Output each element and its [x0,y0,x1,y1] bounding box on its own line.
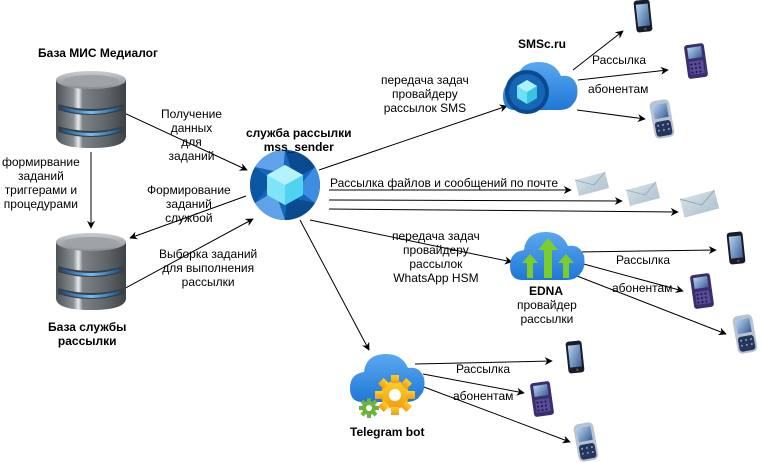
edge-label-to-whatsapp: передача задач провайдеру рассылок Whats… [392,229,480,285]
mis-database-label: База МИС Медиалог [38,46,159,60]
edge-email-2 [328,196,623,205]
edge-edna-phone-2 [579,262,684,293]
cloud-cube-icon[interactable] [503,62,578,114]
edge-smsc-phone-3 [576,109,646,123]
service-icon[interactable] [250,150,320,220]
mss-sender-label: служба рассылки mss_sender [246,126,352,154]
cloud-gears-icon[interactable] [350,354,425,418]
edge-tg-phone-1 [414,357,553,366]
envelope-icon [574,171,610,197]
smsc-label: SMSc.ru [518,37,567,51]
telegram-delivery-label-2: абонентам [453,389,514,403]
envelope-icon [679,189,720,219]
edna-subtitle: провайдер рассылки [517,298,577,326]
edna-title: EDNA [529,284,564,298]
edge-label-service-forming: Формирование заданий службой [147,183,231,225]
edge-label-selection: Выборка заданий для выполнения рассылки [159,247,258,289]
smsc-delivery-label-2: абонентам [588,82,649,96]
edna-delivery-label-1: Рассылка [616,253,671,267]
edges [87,30,727,444]
blackberry-icon [689,272,715,310]
edge-label-triggers: формирвание заданий триггерами и процеду… [2,155,80,211]
cloud-upload-icon[interactable] [510,232,585,280]
blackberry-icon [683,42,709,80]
service-database-icon[interactable] [54,231,128,312]
pda-phone-icon [572,421,600,463]
edge-edna-phone-3 [576,275,727,336]
edge-smsc-phone-2 [577,66,669,81]
edge-to-telegram [299,219,370,351]
edge-tg-phone-2 [422,373,525,396]
iphone-icon [726,231,746,265]
edge-edna-phone-1 [577,246,717,255]
edge-label-to-sms: передача задач провайдеру рассылок SMS [381,73,469,115]
telegram-delivery-label-1: Рассылка [456,362,511,376]
edge-selection [119,218,254,292]
smsc-delivery-label-1: Рассылка [592,53,647,67]
blackberry-icon [529,380,555,418]
edge-label-email: Рассылка файлов и сообщений по почте [330,176,559,190]
edge-to-smsc [318,104,508,171]
iphone-icon [633,0,653,33]
edge-get-data [121,111,248,171]
edge-tg-phone-3 [415,383,571,444]
service-database-label: База службы рассылки [48,320,127,348]
edge-email-3 [328,207,679,216]
edna-delivery-label-2: абонентам [612,281,673,295]
edge-label-get-data: Получение данных для заданий [161,107,222,163]
mis-database-icon[interactable] [54,69,128,150]
pda-phone-icon [648,98,676,140]
edge-smsc-phone-1 [572,30,624,71]
edge-service-forming [129,195,247,240]
pda-phone-icon [731,313,759,355]
envelope-icon [625,181,661,207]
edge-to-edna [309,219,513,265]
telegram-label: Telegram bot [350,425,425,439]
iphone-icon [565,340,585,374]
